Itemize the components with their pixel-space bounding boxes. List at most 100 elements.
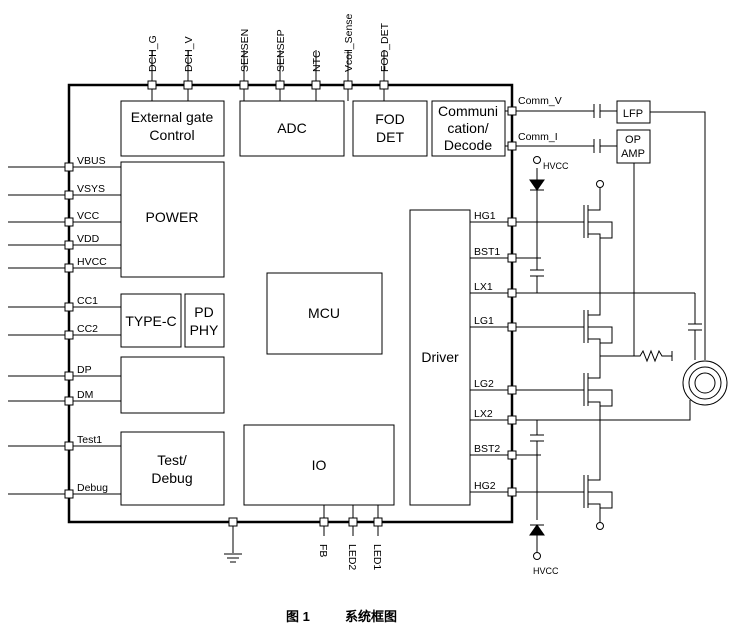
pd-label-line1: PD [194, 304, 213, 320]
pin-dp [64, 371, 74, 381]
fod-label-line1: FOD [375, 111, 405, 127]
sense-resistor [600, 349, 673, 363]
pin-label-dp: DP [77, 364, 92, 376]
coil-middle [688, 366, 722, 400]
high-side-fet-1 [560, 188, 613, 293]
pin-label-vcoil-sense: Vcoil_Sense [343, 13, 355, 72]
pin-label-lx2: LX2 [474, 408, 493, 420]
pin-label-lg2: LG2 [474, 378, 494, 390]
typec-block [120, 293, 182, 348]
pin-hg2 [507, 487, 517, 497]
coil-inner [694, 372, 716, 394]
driver-block [409, 209, 471, 506]
hvcc-top-label: HVCC [543, 161, 569, 171]
pin-sensen [239, 80, 249, 90]
pin-comm-v [507, 106, 517, 116]
pin-fod-det [379, 80, 389, 90]
pin-cc2 [64, 330, 74, 340]
pin-test1 [64, 441, 74, 451]
fod-label-line2: DET [376, 129, 404, 145]
low-side-fet-1 [560, 293, 613, 356]
high-side-fet-2 [560, 420, 613, 522]
pin-led1 [373, 517, 383, 527]
pin-label-fb: FB [317, 544, 329, 557]
pin-cc1 [64, 302, 74, 312]
pin-hg1 [507, 217, 517, 227]
power-label: POWER [146, 209, 199, 225]
pin-vcc [64, 217, 74, 227]
pin-label-lx1: LX1 [474, 281, 493, 293]
pin-label-bst1: BST1 [474, 246, 500, 258]
pin-label-vdd: VDD [77, 233, 100, 245]
pin-ntc [311, 80, 321, 90]
pin-label-lg1: LG1 [474, 315, 494, 327]
pd-phy-block [184, 293, 225, 348]
pin-dch-g [147, 80, 157, 90]
pin-lg1 [507, 322, 517, 332]
pin-label-hvcc: HVCC [77, 256, 107, 268]
bootstrap-wiring-1 [530, 168, 544, 293]
fod-det-block [352, 100, 428, 157]
pin-hvcc [64, 263, 74, 273]
io-block [243, 424, 395, 506]
ground-symbol [224, 553, 242, 563]
pin-label-bst2: BST2 [474, 443, 500, 455]
pin-label-hg1: HG1 [474, 210, 496, 222]
driver-output-wires [470, 221, 695, 493]
pin-bst1 [507, 253, 517, 263]
vin-terminal-top [596, 180, 604, 188]
hvcc-bottom-terminal [533, 552, 541, 560]
pin-label-debug: Debug [77, 482, 108, 494]
pin-label-comm-v: Comm_V [518, 95, 562, 107]
pin-label-fod-det: FOD_DET [379, 22, 391, 72]
comm-caps [593, 104, 601, 153]
pin-label-sensep: SENSEP [275, 29, 287, 72]
hvcc-bottom-label: HVCC [533, 566, 559, 576]
coil-return-wire [600, 400, 691, 421]
top-pin-wires [151, 50, 385, 101]
low-side-fet-2 [560, 356, 613, 420]
pin-vdd [64, 240, 74, 250]
bootstrap-diode-bottom [529, 524, 545, 536]
communication-decode-block [431, 100, 506, 157]
typec-label: TYPE-C [125, 313, 176, 329]
resonant-cap-wire [688, 293, 702, 360]
pin-label-comm-i: Comm_I [518, 131, 558, 143]
pin-label-test1: Test1 [77, 434, 102, 446]
pin-comm-i [507, 141, 517, 151]
pin-lx2 [507, 415, 517, 425]
dp-dm-block [120, 356, 225, 414]
test-label-line1: Test/ [157, 452, 187, 468]
pin-label-vbus: VBUS [77, 155, 106, 167]
pin-sensep [275, 80, 285, 90]
power-block [120, 161, 225, 278]
pin-label-sensen: SENSEN [239, 29, 251, 72]
pin-gnd [228, 517, 238, 527]
comm-label-line3: Decode [444, 137, 492, 153]
external-gate-label-line2: Control [149, 127, 194, 143]
pin-vbus [64, 162, 74, 172]
pin-label-vsys: VSYS [77, 183, 105, 195]
mcu-label: MCU [308, 305, 340, 321]
pin-label-hg2: HG2 [474, 480, 496, 492]
pin-bst2 [507, 450, 517, 460]
figure-title: 系统框图 [345, 609, 397, 624]
pd-label-line2: PHY [190, 322, 219, 338]
pin-label-cc2: CC2 [77, 323, 98, 335]
pin-label-led1: LED1 [371, 544, 383, 570]
io-label: IO [312, 457, 327, 473]
pin-label-led2: LED2 [346, 544, 358, 570]
pin-label-dm: DM [77, 389, 93, 401]
pin-vcoil-sense [343, 80, 353, 90]
figure-number: 图 1 [286, 609, 310, 624]
adc-label: ADC [277, 120, 307, 136]
bootstrap-diode-top [529, 179, 545, 191]
external-gate-label-line1: External gate [131, 109, 214, 125]
vin-terminal-bottom [596, 522, 604, 530]
pin-lg2 [507, 385, 517, 395]
test-debug-block [120, 431, 225, 506]
pin-label-vcc: VCC [77, 210, 100, 222]
external-gate-control-block [120, 100, 225, 157]
pin-label-ntc: NTC [311, 50, 323, 72]
